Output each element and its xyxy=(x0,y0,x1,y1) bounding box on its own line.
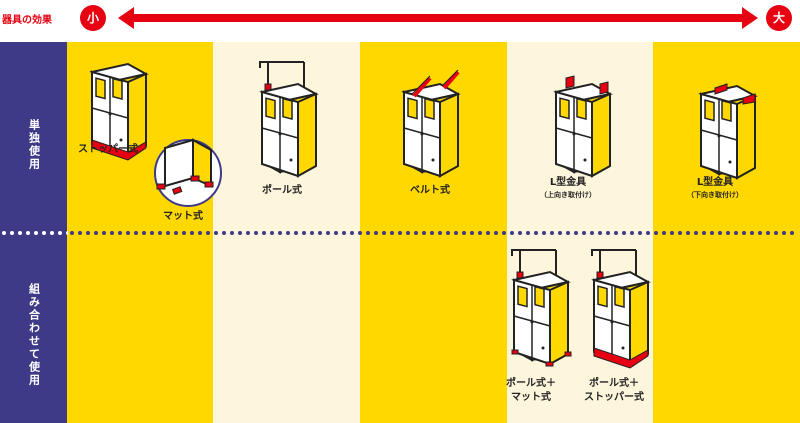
label-mat: マット式 xyxy=(163,211,203,222)
l-down-title: L型金具 xyxy=(696,177,734,188)
cabinet-l-down-icon xyxy=(698,83,758,180)
cabinet-pole-stopper-icon xyxy=(591,249,651,369)
l-up-sub: （上向き取付け） xyxy=(540,191,596,199)
cabinet-pole-mat-icon xyxy=(511,249,572,367)
label-l-up: L型金具 （上向き取付け） xyxy=(540,176,596,200)
label-stopper: ストッパー式 xyxy=(78,144,138,155)
cabinet-l-up-icon xyxy=(553,75,613,178)
label-pole: ポール式 xyxy=(262,185,302,196)
cabinet-stopper-icon xyxy=(89,62,149,161)
cabinet-belt-icon xyxy=(401,69,461,178)
cabinet-pole-icon xyxy=(259,61,319,178)
row-label-single: 単独使用 xyxy=(27,119,41,171)
pole-stopper-line1: ポール式＋ xyxy=(589,378,639,389)
row-divider xyxy=(0,231,800,235)
pole-mat-line1: ポール式＋ xyxy=(506,378,556,389)
mat-detail-icon xyxy=(154,138,222,207)
l-up-title: L型金具 xyxy=(549,177,587,188)
label-pole-stopper: ポール式＋ ストッパー式 xyxy=(584,377,644,405)
small-badge: 小 xyxy=(80,5,106,31)
large-badge: 大 xyxy=(766,5,792,31)
l-down-sub: （下向き取付け） xyxy=(687,191,743,199)
effect-label: 器具の効果 xyxy=(2,15,52,26)
row-label-combined: 組み合わせて使用 xyxy=(27,283,41,387)
header: 器具の効果 小 大 xyxy=(0,0,800,42)
label-belt: ベルト式 xyxy=(410,185,450,196)
label-l-down: L型金具 （下向き取付け） xyxy=(687,176,743,200)
pole-stopper-line2: ストッパー式 xyxy=(584,392,644,403)
pole-mat-line2: マット式 xyxy=(511,392,551,403)
effect-arrow-icon xyxy=(118,7,758,29)
label-pole-mat: ポール式＋ マット式 xyxy=(506,377,556,405)
